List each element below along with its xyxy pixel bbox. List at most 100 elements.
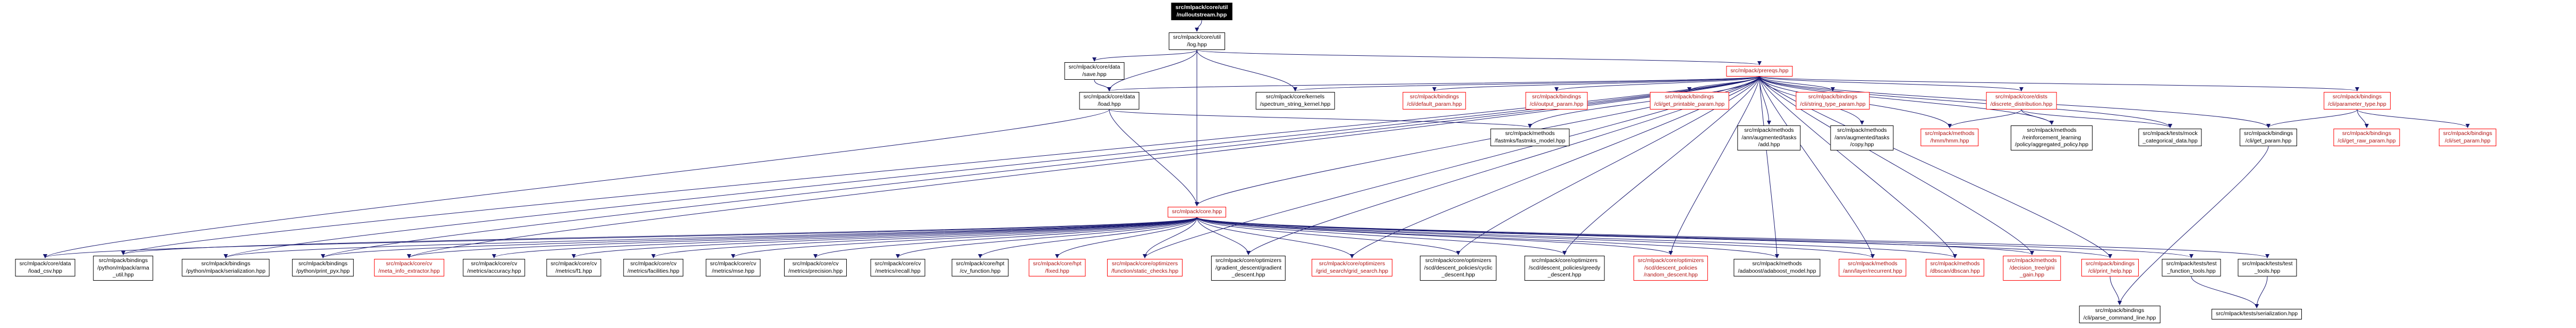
edge-prereqs-to-spectrum_string_kernel [1293, 76, 1760, 91]
graph-node-random_descent[interactable]: src/mlpack/core/optimizers /scd/descent_… [1633, 256, 1708, 281]
graph-node-load_csv[interactable]: src/mlpack/core/data /load_csv.hpp [15, 259, 75, 277]
edge-prereqs-to-greedy_descent [1562, 76, 1760, 255]
graph-node-recurrent[interactable]: src/mlpack/methods /ann/layer/recurrent.… [1839, 259, 1907, 277]
graph-node-save[interactable]: src/mlpack/core/data /save.hpp [1064, 62, 1125, 80]
edge-core-to-gradient_descent [1196, 217, 1251, 255]
edge-prereqs-to-grid_search [1350, 76, 1760, 258]
edge-core-to-cv_function [978, 217, 1197, 258]
edge-core-to-hpt_fixed [1055, 217, 1197, 258]
graph-node-cli_output_param[interactable]: src/mlpack/bindings /cli/output_param.hp… [1525, 92, 1588, 110]
graph-node-cli_default_param[interactable]: src/mlpack/bindings /cli/default_param.h… [1402, 92, 1466, 110]
graph-node-py_serialization[interactable]: src/mlpack/bindings /python/mlpack/seria… [182, 259, 270, 277]
edge-save-to-load [1094, 80, 1111, 91]
graph-node-recall[interactable]: src/mlpack/core/cv /metrics/recall.hpp [870, 259, 925, 277]
graph-node-f1[interactable]: src/mlpack/core/cv /metrics/f1.hpp [546, 259, 601, 277]
edge-prereqs-to-mock_categorical [1759, 76, 2172, 128]
graph-node-greedy_descent[interactable]: src/mlpack/core/optimizers /scd/descent_… [1524, 256, 1605, 281]
edge-prereqs-to-discrete_distribution [1759, 76, 2024, 91]
edge-test_tools-to-serialization_test [2255, 276, 2268, 308]
edge-core-to-test_function_tools [1196, 217, 2194, 258]
edge-log-to-load [1107, 50, 1197, 91]
graph-node-fastmks_model[interactable]: src/mlpack/methods /fastmks/fastmks_mode… [1490, 129, 1570, 147]
graph-node-precision[interactable]: src/mlpack/core/cv /metrics/precision.hp… [784, 259, 847, 277]
graph-node-tasks_copy[interactable]: src/mlpack/methods /ann/augmented/tasks … [1830, 125, 1894, 150]
edge-core-to-static_checks [1143, 217, 1197, 258]
graph-node-dbscan[interactable]: src/mlpack/methods /dbscan/dbscan.hpp [1926, 259, 1984, 277]
edge-core-to-arma_util [121, 217, 1197, 255]
graph-node-arma_util[interactable]: src/mlpack/bindings /python/mlpack/arma … [93, 256, 154, 281]
graph-node-print_pyx[interactable]: src/mlpack/bindings /python/print_pyx.hp… [292, 259, 354, 277]
edge-core-to-print_pyx [321, 217, 1197, 258]
graph-node-hmm[interactable]: src/mlpack/methods /hmm/hmm.hpp [1920, 129, 1979, 147]
graph-node-cli_get_raw_param[interactable]: src/mlpack/bindings /cli/get_raw_param.h… [2333, 129, 2400, 147]
graph-node-parse_command_line[interactable]: src/mlpack/bindings /cli/parse_command_l… [2079, 306, 2161, 324]
graph-node-hpt_fixed[interactable]: src/mlpack/core/hpt /fixed.hpp [1028, 259, 1086, 277]
graph-node-accuracy[interactable]: src/mlpack/core/cv /metrics/accuracy.hpp [463, 259, 525, 277]
edge-load-to-fastmks_model [1109, 109, 1532, 128]
graph-node-static_checks[interactable]: src/mlpack/core/optimizers /function/sta… [1107, 259, 1183, 277]
edge-core-to-recall [896, 217, 1197, 258]
edge-core-to-test_tools [1196, 217, 2269, 258]
edge-prereqs-to-random_descent [1669, 76, 1760, 255]
graph-node-discrete_distribution[interactable]: src/mlpack/core/dists /discrete_distribu… [1986, 92, 2057, 110]
edge-core-to-print_help [1196, 217, 2112, 258]
graph-node-gini_gain[interactable]: src/mlpack/methods /decision_tree/gini _… [2003, 256, 2061, 281]
edge-nulloutstream-to-log [1195, 20, 1202, 32]
edge-cli_get_param-to-parse_command_line [2118, 146, 2269, 305]
edge-cli_parameter_type-to-cli_set_param [2357, 109, 2470, 128]
edge-core-to-py_serialization [224, 217, 1197, 258]
graph-node-facilities[interactable]: src/mlpack/core/cv /metrics/facilities.h… [623, 259, 684, 277]
edge-prereqs-to-cli_parameter_type [1759, 76, 2359, 91]
graph-node-cli_set_param[interactable]: src/mlpack/bindings /cli/set_param.hpp [2438, 129, 2497, 147]
graph-node-cyclic_descent[interactable]: src/mlpack/core/optimizers /scd/descent_… [1419, 256, 1497, 281]
graph-node-test_function_tools[interactable]: src/mlpack/tests/test _function_tools.hp… [2162, 259, 2221, 277]
edge-prereqs-to-cli_string_type_param [1759, 76, 1835, 91]
edge-prereqs-to-arma_util [121, 76, 1760, 255]
edge-core-to-load_csv [43, 217, 1197, 258]
edge-core-to-accuracy [492, 217, 1197, 258]
edge-prereqs-to-cli_default_param [1432, 76, 1760, 91]
edge-discrete_distribution-to-aggregated_policy [2021, 110, 2054, 125]
graph-node-adaboost_model[interactable]: src/mlpack/methods /adaboost/adaboost_mo… [1733, 259, 1821, 277]
graph-node-cli_parameter_type[interactable]: src/mlpack/bindings /cli/parameter_type.… [2324, 92, 2391, 110]
edge-prereqs-to-gini_gain [1759, 76, 2034, 255]
graph-node-nulloutstream[interactable]: src/mlpack/core/util /nulloutstream.hpp [1171, 3, 1232, 21]
graph-node-load[interactable]: src/mlpack/core/data /load.hpp [1079, 92, 1140, 110]
graph-node-grid_search[interactable]: src/mlpack/core/optimizers /grid_search/… [1312, 259, 1392, 277]
edge-load-to-load_csv [43, 109, 1110, 258]
graph-node-cli_get_printable_param[interactable]: src/mlpack/bindings /cli/get_printable_p… [1650, 92, 1729, 110]
graph-node-meta_info_extractor[interactable]: src/mlpack/core/cv /meta_info_extractor.… [374, 259, 444, 277]
edge-core-to-f1 [572, 217, 1197, 258]
edge-load-to-core [1109, 110, 1199, 206]
graph-node-tasks_add[interactable]: src/mlpack/methods /ann/augmented/tasks … [1737, 125, 1801, 150]
edge-log-to-prereqs [1196, 49, 1762, 65]
graph-node-log[interactable]: src/mlpack/core/util /log.hpp [1169, 32, 1225, 51]
edge-print_help-to-parse_command_line [2110, 276, 2122, 305]
graph-node-test_tools[interactable]: src/mlpack/tests/test _tools.hpp [2238, 259, 2297, 277]
edge-prereqs-to-cyclic_descent [1456, 76, 1760, 255]
edge-prereqs-to-adaboost_model [1759, 76, 1779, 258]
graph-node-core[interactable]: src/mlpack/core.hpp [1168, 207, 1226, 217]
graph-node-cli_string_type_param[interactable]: src/mlpack/bindings /cli/string_type_par… [1796, 92, 1870, 110]
graph-node-serialization_test[interactable]: src/mlpack/tests/serialization.hpp [2211, 309, 2302, 319]
edge-test_function_tools-to-serialization_test [2191, 276, 2259, 308]
graph-node-mse[interactable]: src/mlpack/core/cv /metrics/mse.hpp [705, 259, 761, 277]
edge-core-to-precision [813, 217, 1197, 258]
graph-node-mock_categorical[interactable]: src/mlpack/tests/mock _categorical_data.… [2138, 129, 2202, 147]
edge-discrete_distribution-to-mock_categorical [2021, 109, 2172, 128]
graph-node-aggregated_policy[interactable]: src/mlpack/methods /reinforcement_learni… [2010, 125, 2093, 150]
edge-core-to-grid_search [1196, 217, 1354, 258]
graph-node-cli_get_param[interactable]: src/mlpack/bindings /cli/get_param.hpp [2239, 129, 2298, 147]
edge-core-to-dbscan [1196, 217, 1957, 258]
graph-node-cv_function[interactable]: src/mlpack/core/hpt /cv_function.hpp [951, 259, 1009, 277]
edge-prereqs-to-load [1107, 76, 1760, 91]
edge-cli_parameter_type-to-cli_get_param [2266, 109, 2358, 128]
graph-node-print_help[interactable]: src/mlpack/bindings /cli/print_help.hpp [2081, 259, 2139, 277]
edge-core-to-facilities [651, 217, 1197, 258]
graph-node-spectrum_string_kernel[interactable]: src/mlpack/core/kernels /spectrum_string… [1255, 92, 1335, 110]
edge-prereqs-to-cli_output_param [1554, 76, 1760, 91]
edge-core-to-mse [731, 217, 1197, 258]
graph-node-prereqs[interactable]: src/mlpack/prereqs.hpp [1726, 66, 1793, 77]
graph-node-gradient_descent[interactable]: src/mlpack/core/optimizers /gradient_des… [1211, 256, 1286, 281]
